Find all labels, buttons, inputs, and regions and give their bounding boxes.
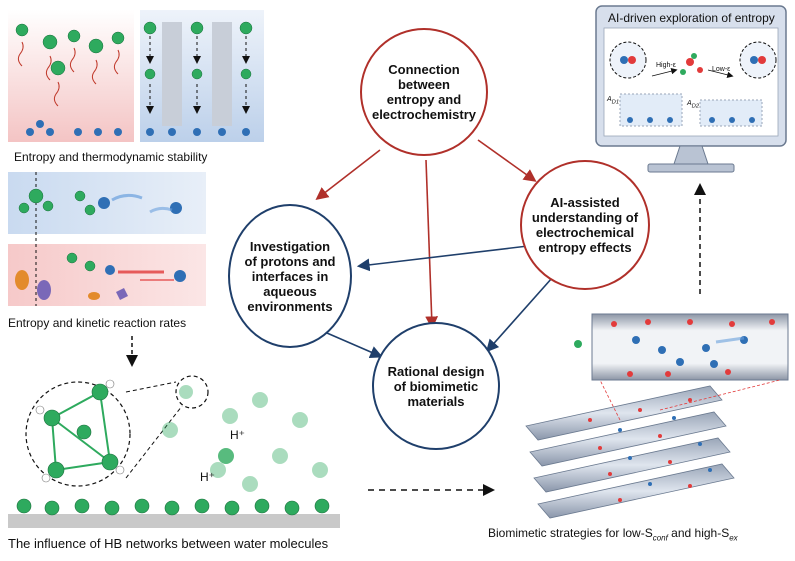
caption-bio-part1: Biomimetic strategies for low-S <box>488 526 653 540</box>
hb-label-h2: H⁺ <box>200 470 215 484</box>
monitor-title: AI-driven exploration of entropy <box>608 11 775 25</box>
node-connection-label: Connection between entropy and electroch… <box>371 62 477 122</box>
monitor <box>595 5 787 173</box>
caption-bio-sex: ex <box>729 533 738 543</box>
hb-label-h1: H⁺ <box>230 428 245 442</box>
monitor-a-d1-sub: D1 <box>611 99 620 106</box>
node-protons: Investigation of protons and interfaces … <box>228 204 352 348</box>
biomimetic-panel <box>525 313 789 519</box>
caption-kinetic: Entropy and kinetic reaction rates <box>8 316 187 330</box>
node-connection: Connection between entropy and electroch… <box>360 28 488 156</box>
kinetic-panel <box>8 172 206 306</box>
caption-bio-part2: and high-S <box>667 526 730 540</box>
node-ai-assisted-label: AI-assisted understanding of electrochem… <box>531 195 639 255</box>
node-biomimetic-label: Rational design of biomimetic materials <box>387 363 485 409</box>
node-protons-label: Investigation of protons and interfaces … <box>244 238 336 314</box>
node-ai-assisted: AI-assisted understanding of electrochem… <box>520 160 650 290</box>
hb-network-panel <box>8 375 340 528</box>
thermo-panel-left <box>8 10 134 142</box>
caption-hb: The influence of HB networks between wat… <box>8 536 329 551</box>
caption-bio-sconf: conf <box>652 533 668 543</box>
monitor-a-d1: AD1 <box>607 96 619 105</box>
monitor-a-d2: AD2 <box>687 100 699 109</box>
node-biomimetic: Rational design of biomimetic materials <box>372 322 500 450</box>
caption-thermo: Entropy and thermodynamic stability <box>14 150 208 164</box>
monitor-a-d2-letter: A <box>687 100 692 107</box>
thermo-panel-right <box>140 10 264 142</box>
concept-arrows <box>315 139 553 359</box>
monitor-a-d2-sub: D2 <box>691 103 700 110</box>
monitor-high-label: High-ε <box>656 62 676 69</box>
monitor-low-label: Low-ε <box>712 66 731 73</box>
monitor-a-d1-letter: A <box>607 96 612 103</box>
caption-biomimetic-strategies: Biomimetic strategies for low-Sconf and … <box>488 526 738 542</box>
